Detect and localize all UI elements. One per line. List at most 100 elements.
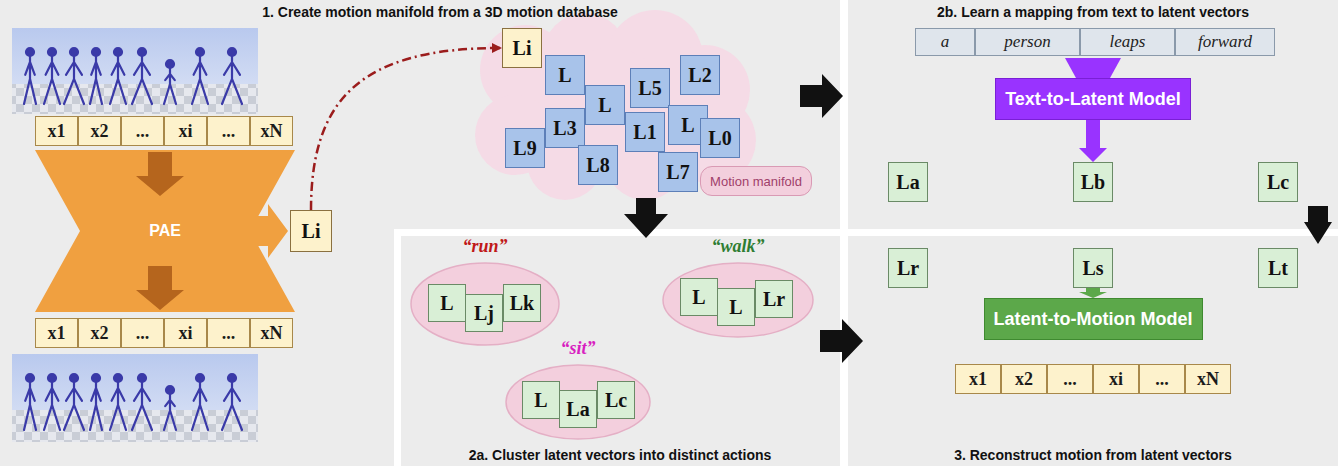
node-text: L <box>598 94 611 117</box>
action-name: “run” <box>380 236 590 257</box>
latent-box: Li <box>290 210 332 252</box>
node-text: L <box>558 64 571 87</box>
node-text: forward <box>1198 32 1252 52</box>
node-text: L <box>729 296 742 319</box>
latent-box: L <box>717 288 755 326</box>
node-text: x1 <box>969 369 987 390</box>
frame-box: xi <box>164 116 207 146</box>
frame-box: xi <box>1093 364 1139 394</box>
connector-arrow <box>1079 288 1107 298</box>
latent-box: L9 <box>505 128 545 168</box>
frame-box: xN <box>250 116 293 146</box>
node-text: Lj <box>474 302 494 325</box>
latent-box: Lr <box>888 248 928 288</box>
frame-box: x1 <box>955 364 1001 394</box>
flow-arrows <box>624 74 1332 363</box>
connector-arrow <box>1079 120 1107 162</box>
latent-box: L7 <box>658 152 698 192</box>
latent-box: Lt <box>1258 248 1298 288</box>
panel-2a <box>401 236 840 466</box>
node-text: L <box>534 389 547 412</box>
motion-image-top <box>12 28 258 114</box>
frame-box: x1 <box>35 116 78 146</box>
model-box: Latent-to-Motion Model <box>984 298 1203 340</box>
token-box: forward <box>1175 28 1275 56</box>
panel-title: 3. Reconstruct motion from latent vector… <box>954 447 1232 463</box>
frame-box: ... <box>121 318 164 348</box>
node-text: ... <box>1155 369 1169 390</box>
panel-title: 2b. Learn a mapping from text to latent … <box>937 4 1249 20</box>
node-text: L <box>681 114 694 137</box>
node-text: ... <box>222 323 236 344</box>
node-text: La <box>566 398 589 421</box>
node-text: xi <box>178 323 192 344</box>
frame-box: x1 <box>35 318 78 348</box>
frame-box: ... <box>1139 364 1185 394</box>
frame-box: x2 <box>78 318 121 348</box>
node-text: L3 <box>553 117 576 140</box>
panel-1-left <box>0 0 394 466</box>
node-text: ... <box>136 323 150 344</box>
latent-box: L <box>428 284 466 322</box>
node-text: ... <box>222 121 236 142</box>
action-name: “walk” <box>632 236 844 257</box>
action-cluster: “walk”LLLr <box>662 262 814 338</box>
panel-3 <box>848 236 1338 466</box>
node-text: Ls <box>1082 257 1103 280</box>
action-cluster: “sit”LLaLc <box>505 364 651 440</box>
latent-box: Lb <box>1073 162 1113 202</box>
node-text: Text-to-Latent Model <box>1005 89 1181 110</box>
node-text: leaps <box>1110 32 1146 52</box>
latent-box: Lc <box>1258 162 1298 202</box>
frame-box: x2 <box>78 116 121 146</box>
panel-title: 2a. Cluster latent vectors into distinct… <box>469 447 772 463</box>
node-text: x1 <box>48 121 66 142</box>
latent-box: Lc <box>597 381 635 419</box>
node-text: Latent-to-Motion Model <box>994 309 1193 330</box>
latent-box: Lj <box>465 294 503 332</box>
frame-box: ... <box>121 116 164 146</box>
frame-box: xi <box>164 318 207 348</box>
node-text: Li <box>513 37 532 60</box>
frame-box: xN <box>250 318 293 348</box>
frame-box: ... <box>1047 364 1093 394</box>
node-text: person <box>1004 32 1050 52</box>
pae-label: PAE <box>115 216 215 246</box>
purple-arrow-top <box>1065 58 1121 78</box>
frame-box: ... <box>207 318 250 348</box>
node-text: L1 <box>633 121 656 144</box>
node-text: L5 <box>638 77 661 100</box>
node-text: L <box>440 292 453 315</box>
latent-box: L2 <box>680 55 720 95</box>
latent-box: Lk <box>503 284 541 322</box>
latent-box: Li <box>502 28 542 68</box>
node-text: a <box>941 32 950 52</box>
node-text: Lc <box>1267 171 1289 194</box>
latent-box: L <box>545 55 585 95</box>
panel-title: 1. Create motion manifold from a 3D moti… <box>262 4 618 20</box>
node-text: Lt <box>1268 257 1288 280</box>
latent-box: L <box>522 381 560 419</box>
node-text: L7 <box>666 161 689 184</box>
node-text: x1 <box>48 323 66 344</box>
node-text: Lk <box>510 292 534 315</box>
model-box: Text-to-Latent Model <box>995 78 1191 120</box>
latent-box: L8 <box>578 145 618 185</box>
latent-box: L1 <box>625 112 665 152</box>
action-cluster: “run”LLjLk <box>410 262 560 346</box>
node-text: x2 <box>91 121 109 142</box>
token-box: person <box>975 28 1080 56</box>
node-text: ... <box>1063 369 1077 390</box>
node-text: L0 <box>708 127 731 150</box>
node-text: La <box>896 171 919 194</box>
node-text: L2 <box>688 64 711 87</box>
node-text: Lr <box>897 257 919 280</box>
node-text: xN <box>261 121 283 142</box>
latent-box: La <box>559 390 597 428</box>
node-text: ... <box>136 121 150 142</box>
latent-box: L <box>680 278 718 316</box>
latent-box: L5 <box>630 68 670 108</box>
frame-box: x2 <box>1001 364 1047 394</box>
node-text: Motion manifold <box>710 174 802 189</box>
frame-box: ... <box>207 116 250 146</box>
